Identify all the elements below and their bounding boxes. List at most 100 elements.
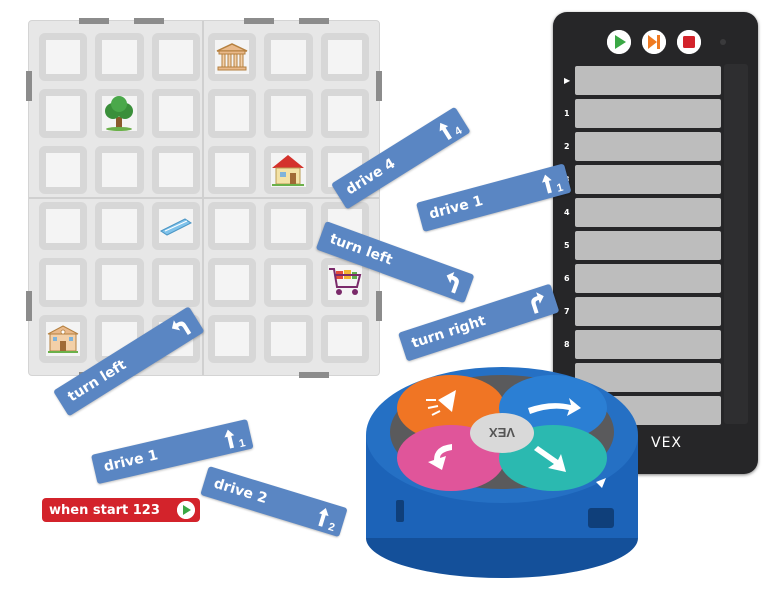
board-cell bbox=[151, 258, 200, 307]
code-card[interactable]: drive 2 2 bbox=[200, 466, 348, 538]
board-cell bbox=[95, 258, 144, 307]
board-cell bbox=[39, 145, 88, 194]
code-card[interactable]: drive 1 1 bbox=[91, 419, 254, 485]
play-button[interactable] bbox=[607, 30, 631, 54]
board-cell bbox=[207, 89, 257, 138]
board-tab bbox=[79, 18, 109, 24]
step-icon bbox=[642, 30, 666, 54]
board-cell bbox=[151, 89, 200, 138]
board-cell bbox=[95, 201, 144, 251]
card-label: turn right bbox=[409, 312, 488, 352]
board-cell bbox=[95, 89, 144, 138]
card-label: drive 2 bbox=[211, 475, 270, 507]
stop-button[interactable] bbox=[677, 30, 701, 54]
field-board bbox=[26, 18, 382, 378]
board-tab bbox=[134, 18, 164, 24]
board-tab bbox=[299, 372, 329, 378]
card-slot bbox=[575, 165, 721, 194]
start-card-label: when start 123 bbox=[49, 502, 160, 518]
forward-icon bbox=[426, 390, 456, 416]
center-button[interactable] bbox=[470, 413, 534, 453]
board-cell bbox=[264, 33, 313, 82]
code-card[interactable]: turn left bbox=[315, 221, 475, 304]
board-tab bbox=[26, 291, 32, 321]
card-count: 4 bbox=[453, 124, 465, 138]
board-cell bbox=[264, 89, 313, 138]
house-icon bbox=[272, 154, 305, 186]
turn-right-icon bbox=[528, 398, 581, 416]
card-slot bbox=[575, 99, 721, 128]
direction-marker bbox=[596, 478, 606, 488]
current-slot-marker: ▶ bbox=[564, 76, 571, 85]
board-cell bbox=[39, 314, 88, 363]
board-cell bbox=[320, 314, 369, 363]
card-slot bbox=[575, 198, 721, 227]
board-cell bbox=[39, 258, 88, 307]
board-cell bbox=[264, 258, 313, 307]
school-icon bbox=[47, 325, 79, 353]
status-light bbox=[720, 39, 726, 45]
board-seam bbox=[202, 21, 204, 375]
slot-number: 7 bbox=[564, 307, 570, 316]
card-count: 1 bbox=[556, 182, 565, 195]
slot-number: 5 bbox=[564, 241, 570, 250]
arrow-up-icon: 1 bbox=[224, 429, 247, 450]
robot: VEX bbox=[366, 367, 638, 578]
cart-icon bbox=[328, 268, 362, 296]
card-slot bbox=[575, 297, 721, 326]
board-cell bbox=[207, 33, 257, 82]
board-seam bbox=[29, 197, 379, 199]
stop-icon bbox=[677, 30, 701, 54]
sensor-port bbox=[588, 508, 614, 528]
slot-number: 8 bbox=[564, 340, 570, 349]
when-start-card[interactable]: when start 123 bbox=[42, 498, 200, 522]
slot-number: 2 bbox=[564, 142, 570, 151]
board-cell bbox=[95, 145, 144, 194]
card-label: drive 1 bbox=[102, 447, 160, 476]
sensor-port bbox=[396, 500, 404, 522]
arrow-up-icon: 1 bbox=[542, 174, 565, 195]
card-count: 2 bbox=[327, 521, 336, 534]
turn-left-icon bbox=[428, 444, 452, 470]
building-icon bbox=[216, 43, 248, 71]
code-card[interactable]: turn right bbox=[398, 283, 560, 362]
card-slot bbox=[575, 330, 721, 359]
board-cell bbox=[151, 33, 200, 82]
slot-number: 6 bbox=[564, 274, 570, 283]
arrow-up-icon: 2 bbox=[318, 507, 336, 534]
board-tab bbox=[299, 18, 329, 24]
board-tab bbox=[376, 71, 382, 101]
code-card[interactable]: drive 4 4 bbox=[331, 106, 471, 210]
code-card[interactable]: turn left bbox=[53, 306, 205, 417]
board-cell bbox=[151, 201, 200, 251]
robot-logo: VEX bbox=[489, 425, 515, 440]
board-cell bbox=[264, 145, 313, 194]
mat-icon bbox=[159, 218, 192, 236]
board-tab bbox=[244, 18, 274, 24]
play-icon bbox=[607, 30, 631, 54]
board-cell bbox=[320, 33, 369, 82]
board-cell bbox=[207, 258, 257, 307]
reverse-icon bbox=[534, 446, 566, 472]
board-cell bbox=[207, 145, 257, 194]
board-tab bbox=[376, 291, 382, 321]
card-slot bbox=[575, 231, 721, 260]
board-cell bbox=[39, 89, 88, 138]
board-cell bbox=[95, 33, 144, 82]
code-card[interactable]: drive 1 1 bbox=[416, 163, 572, 232]
board-cell bbox=[39, 33, 88, 82]
card-slot-rail bbox=[724, 64, 748, 424]
board-cell bbox=[151, 145, 200, 194]
card-slot bbox=[575, 132, 721, 161]
board-cell bbox=[264, 314, 313, 363]
console-logo: VEX bbox=[651, 435, 683, 451]
card-slot bbox=[575, 66, 721, 95]
step-button[interactable] bbox=[642, 30, 666, 54]
board-cell bbox=[320, 258, 369, 307]
card-count: 1 bbox=[238, 437, 247, 450]
turn-left-icon bbox=[446, 271, 459, 294]
slot-number: 1 bbox=[564, 109, 570, 118]
board-cell bbox=[264, 201, 313, 251]
card-slot bbox=[575, 264, 721, 293]
arrow-up-icon: 4 bbox=[439, 122, 465, 141]
